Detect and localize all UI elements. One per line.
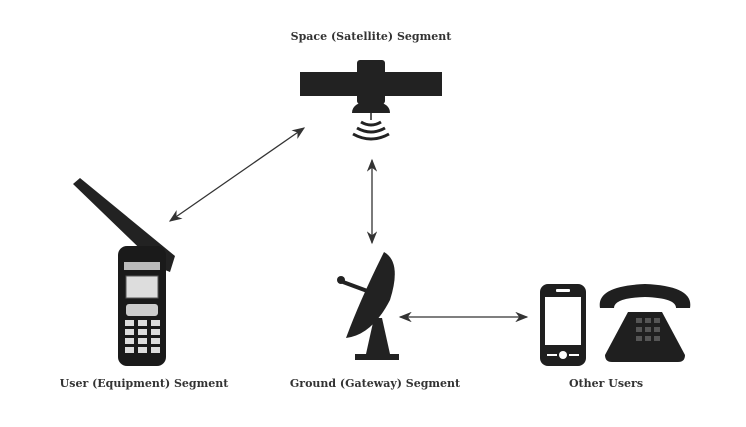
user-segment-label: User (Equipment) Segment: [59, 377, 229, 390]
satellite-phone-icon: [73, 178, 175, 366]
link-arrow-satellite-user: [168, 127, 306, 222]
other-users-label: Other Users: [568, 377, 644, 390]
desk-telephone-icon: [599, 284, 691, 362]
satellite-icon: [300, 60, 442, 141]
space-segment-label: Space (Satellite) Segment: [290, 30, 452, 43]
smartphone-icon: [540, 284, 586, 366]
ground-segment-label: Ground (Gateway) Segment: [289, 377, 461, 390]
satellite-dish-icon: [337, 252, 399, 360]
